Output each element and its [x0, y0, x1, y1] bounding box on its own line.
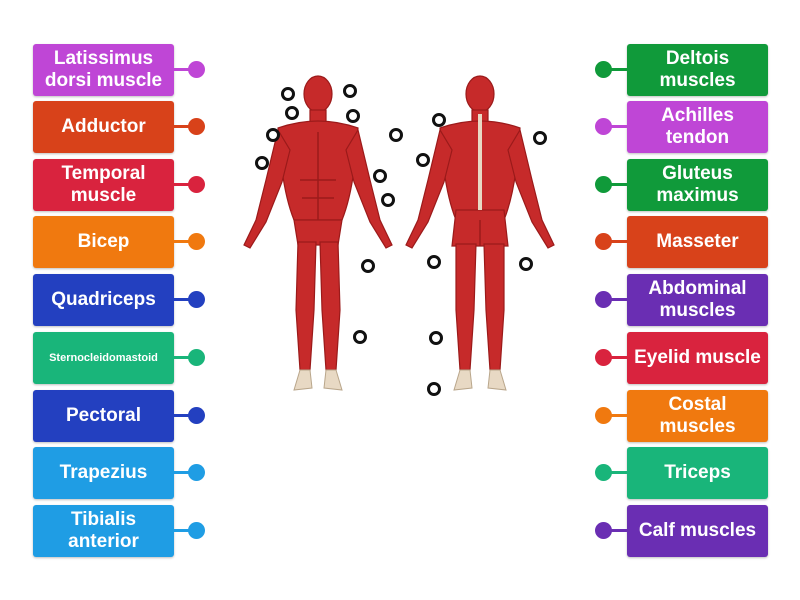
- drag-knob[interactable]: [188, 464, 205, 481]
- drag-knob[interactable]: [188, 349, 205, 366]
- label-adductor[interactable]: Adductor: [33, 101, 174, 153]
- label-bicep[interactable]: Bicep: [33, 216, 174, 268]
- label-text: Achilles tendon: [631, 105, 764, 149]
- drag-knob[interactable]: [595, 407, 612, 424]
- muscle-anatomy-illustration: [230, 70, 570, 400]
- back-right-arm: [508, 130, 554, 248]
- drop-target[interactable]: [427, 255, 441, 269]
- label-text: Tibialis anterior: [37, 509, 170, 553]
- drop-target[interactable]: [389, 128, 403, 142]
- front-head: [304, 76, 332, 112]
- drop-target[interactable]: [429, 331, 443, 345]
- label-text: Sternocleidomastoid: [49, 352, 158, 365]
- drop-target[interactable]: [285, 106, 299, 120]
- front-body: [244, 76, 392, 390]
- back-left-arm: [406, 130, 452, 248]
- front-right-leg: [320, 242, 340, 370]
- drop-target[interactable]: [343, 84, 357, 98]
- back-left-leg: [456, 244, 476, 370]
- label-text: Pectoral: [66, 405, 141, 427]
- drag-knob[interactable]: [188, 61, 205, 78]
- label-text: Triceps: [664, 462, 731, 484]
- label-triceps[interactable]: Triceps: [627, 447, 768, 499]
- drag-knob[interactable]: [595, 522, 612, 539]
- label-text: Bicep: [78, 231, 130, 253]
- label-masseter[interactable]: Masseter: [627, 216, 768, 268]
- drop-target[interactable]: [432, 113, 446, 127]
- drop-target[interactable]: [373, 169, 387, 183]
- label-tibialis-anterior[interactable]: Tibialis anterior: [33, 505, 174, 557]
- label-sternocleidomastoid[interactable]: Sternocleidomastoid: [33, 332, 174, 384]
- label-text: Masseter: [656, 231, 738, 253]
- drop-target[interactable]: [519, 257, 533, 271]
- label-pectoral[interactable]: Pectoral: [33, 390, 174, 442]
- front-left-leg: [296, 242, 316, 370]
- drop-target[interactable]: [353, 330, 367, 344]
- drag-knob[interactable]: [595, 176, 612, 193]
- label-trapezius[interactable]: Trapezius: [33, 447, 174, 499]
- back-body: [406, 76, 554, 390]
- label-text: Gluteus maximus: [631, 163, 764, 207]
- drag-knob[interactable]: [188, 233, 205, 250]
- back-head: [466, 76, 494, 112]
- label-text: Eyelid muscle: [634, 347, 761, 369]
- label-text: Temporal muscle: [37, 163, 170, 207]
- label-costal-muscles[interactable]: Costal muscles: [627, 390, 768, 442]
- drop-target[interactable]: [533, 131, 547, 145]
- drag-knob[interactable]: [188, 407, 205, 424]
- drop-target[interactable]: [346, 109, 360, 123]
- label-eyelid-muscle[interactable]: Eyelid muscle: [627, 332, 768, 384]
- label-deltois-muscles[interactable]: Deltois muscles: [627, 44, 768, 96]
- label-abdominal-muscles[interactable]: Abdominal muscles: [627, 274, 768, 326]
- front-right-foot: [324, 370, 342, 390]
- label-text: Latissimus dorsi muscle: [37, 48, 170, 92]
- label-latissimus-dorsi[interactable]: Latissimus dorsi muscle: [33, 44, 174, 96]
- label-calf-muscles[interactable]: Calf muscles: [627, 505, 768, 557]
- back-left-foot: [454, 370, 472, 390]
- back-right-leg: [484, 244, 504, 370]
- front-left-arm: [244, 130, 290, 248]
- front-pelvis: [294, 220, 342, 245]
- label-gluteus-maximus[interactable]: Gluteus maximus: [627, 159, 768, 211]
- label-temporal-muscle[interactable]: Temporal muscle: [33, 159, 174, 211]
- drop-target[interactable]: [281, 87, 295, 101]
- drop-target[interactable]: [427, 382, 441, 396]
- front-left-foot: [294, 370, 312, 390]
- drag-knob[interactable]: [595, 118, 612, 135]
- label-achilles-tendon[interactable]: Achilles tendon: [627, 101, 768, 153]
- drag-knob[interactable]: [188, 118, 205, 135]
- label-text: Calf muscles: [639, 520, 756, 542]
- label-text: Abdominal muscles: [631, 278, 764, 322]
- drag-knob[interactable]: [595, 291, 612, 308]
- drag-knob[interactable]: [188, 522, 205, 539]
- back-right-foot: [488, 370, 506, 390]
- drag-knob[interactable]: [595, 233, 612, 250]
- drag-knob[interactable]: [595, 464, 612, 481]
- label-text: Adductor: [61, 116, 145, 138]
- label-quadriceps[interactable]: Quadriceps: [33, 274, 174, 326]
- label-text: Deltois muscles: [631, 48, 764, 92]
- drop-target[interactable]: [416, 153, 430, 167]
- label-text: Quadriceps: [51, 289, 156, 311]
- drop-target[interactable]: [255, 156, 269, 170]
- drop-target[interactable]: [381, 193, 395, 207]
- front-right-arm: [346, 130, 392, 248]
- drop-target[interactable]: [361, 259, 375, 273]
- label-text: Trapezius: [60, 462, 148, 484]
- drop-target[interactable]: [266, 128, 280, 142]
- label-text: Costal muscles: [631, 394, 764, 438]
- drag-knob[interactable]: [188, 176, 205, 193]
- drag-knob[interactable]: [188, 291, 205, 308]
- drag-knob[interactable]: [595, 349, 612, 366]
- drag-knob[interactable]: [595, 61, 612, 78]
